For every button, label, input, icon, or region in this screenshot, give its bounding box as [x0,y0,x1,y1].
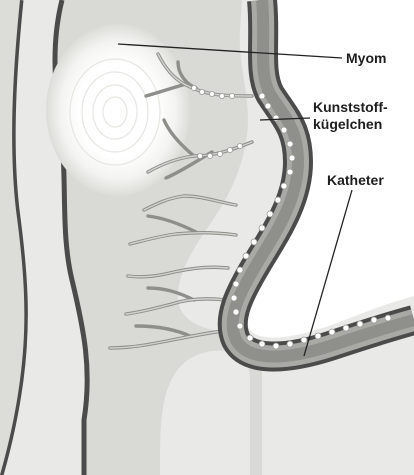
fibroid-shape [46,24,190,196]
label-myom-text: Myom [346,50,386,66]
label-catheter-text: Katheter [327,172,384,188]
label-myom: Myom [346,50,386,67]
label-plastic-beads-line1: Kunststoff- [313,99,388,116]
label-plastic-beads-line2: kügelchen [313,116,388,133]
label-plastic-beads: Kunststoff- kügelchen [313,99,388,133]
label-catheter: Katheter [327,172,384,189]
